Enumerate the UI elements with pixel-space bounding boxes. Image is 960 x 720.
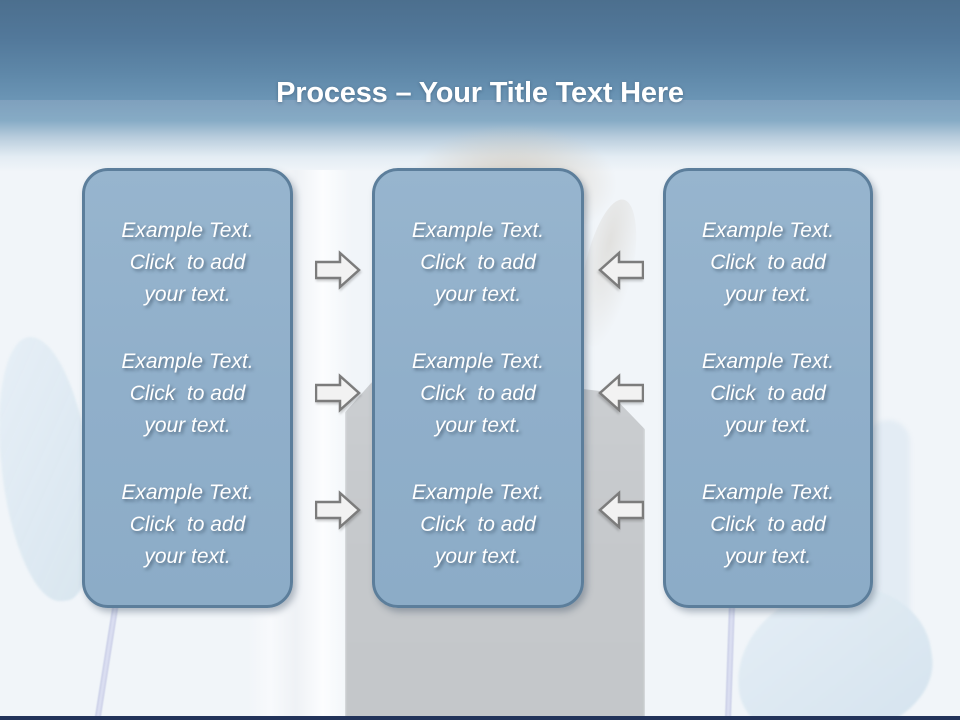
placeholder-text[interactable]: Example Text. Click to add your text. (411, 350, 545, 437)
title-rest: – Your Title Text Here (387, 77, 684, 110)
background-pole-left (93, 603, 119, 720)
placeholder-text[interactable]: Example Text. Click to add your text. (121, 481, 254, 568)
arrow-left-icon (598, 373, 644, 413)
placeholder-text[interactable]: Example Text. Click to add your text. (701, 350, 835, 437)
arrow-right-icon (315, 250, 361, 290)
placeholder-text[interactable]: Example Text. Click to add your text. (121, 219, 254, 306)
arrow-right-icon (315, 373, 361, 413)
placeholder-text[interactable]: Example Text. Click to add your text. (701, 219, 835, 306)
process-box-center[interactable]: Example Text. Click to add your text. Ex… (372, 168, 584, 608)
placeholder-text[interactable]: Example Text. Click to add your text. (121, 350, 254, 437)
placeholder-text[interactable]: Example Text. Click to add your text. (701, 481, 835, 568)
arrow-right-icon (315, 490, 361, 530)
slide-title[interactable]: Process – Your Title Text Here (0, 73, 960, 113)
arrow-left-icon (598, 250, 644, 290)
arrow-left-icon (598, 490, 644, 530)
process-box-right[interactable]: Example Text. Click to add your text. Ex… (663, 168, 873, 608)
title-emphasis: Process (276, 77, 388, 110)
process-box-left[interactable]: Example Text. Click to add your text. Ex… (82, 168, 293, 608)
background-pole-right (724, 594, 736, 720)
bottom-accent-bar (0, 716, 960, 720)
placeholder-text[interactable]: Example Text. Click to add your text. (411, 481, 545, 568)
placeholder-text[interactable]: Example Text. Click to add your text. (411, 219, 545, 306)
